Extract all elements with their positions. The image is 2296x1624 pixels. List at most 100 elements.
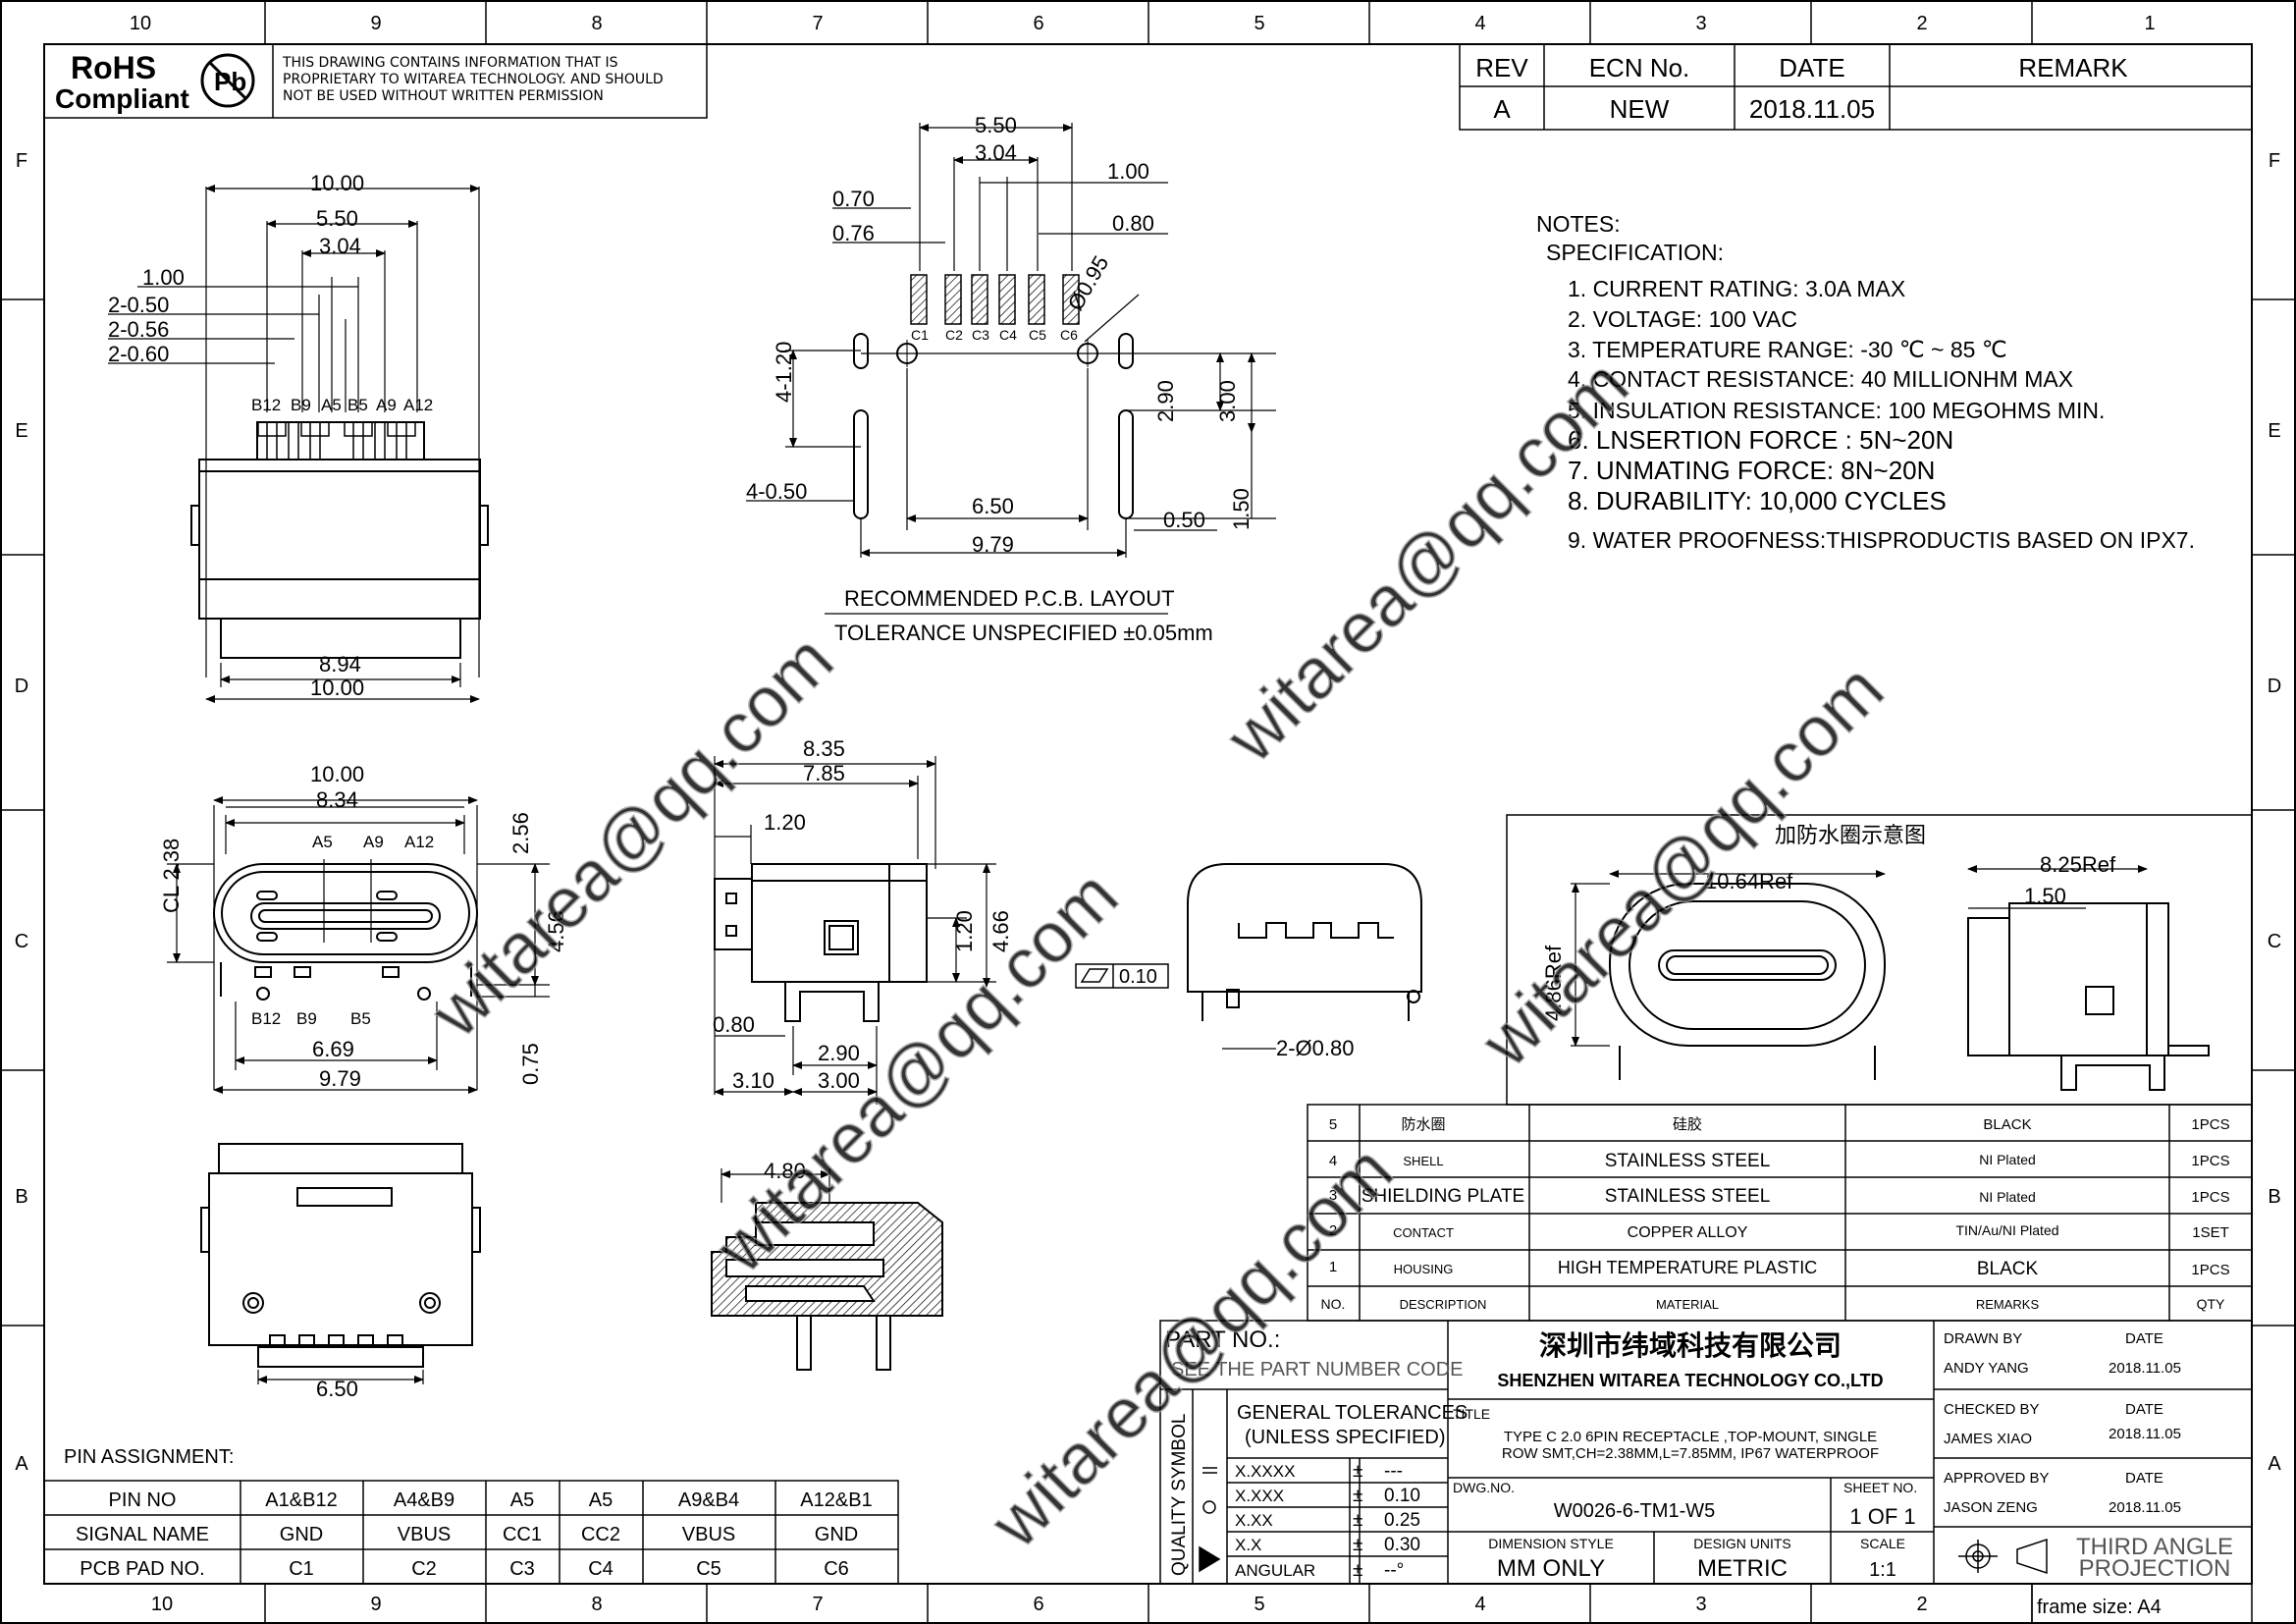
- pin-table-r3-c0: PCB PAD NO.: [80, 1558, 204, 1580]
- watermark-1: witarea@qq.com: [416, 621, 848, 1053]
- pcb-dim-1-00: 1.00: [1107, 159, 1149, 184]
- bottom-view: [200, 1143, 481, 1384]
- rohs-notice-line-1: THIS DRAWING CONTAINS INFORMATION THAT I…: [282, 55, 618, 71]
- rohs-subtitle: Compliant: [55, 83, 189, 114]
- front-pin-B9: B9: [296, 1009, 317, 1028]
- note-3: 3. TEMPERATURE RANGE: -30 ℃ ~ 85 ℃: [1568, 337, 2007, 362]
- pin-table-r2-c0: SIGNAL NAME: [76, 1524, 209, 1545]
- ecn-header: ECN No.: [1589, 53, 1690, 82]
- bom-row5-material: 硅胶: [1673, 1115, 1702, 1133]
- pin-label-B12: B12: [251, 396, 281, 414]
- pcb-caption-2: TOLERANCE UNSPECIFIED ±0.05mm: [834, 621, 1213, 645]
- pcb-dim-0-76: 0.76: [832, 221, 875, 245]
- projection-line-2: PROJECTION: [2079, 1555, 2231, 1582]
- rohs-title: RoHS: [71, 50, 156, 85]
- zone-bottom-4: 4: [1474, 1594, 1485, 1615]
- pin-label-A9: A9: [376, 396, 397, 414]
- approved-by: JASON ZENG: [1944, 1499, 2038, 1516]
- front-dim-8-34: 8.34: [316, 787, 358, 812]
- note-9: 9. WATER PROOFNESS:THISPRODUCTIS BASED O…: [1568, 527, 2195, 553]
- bom-row5-no: 5: [1329, 1116, 1337, 1133]
- rev-header: REV: [1475, 53, 1528, 82]
- rohs-block: RoHS Compliant Pb THIS DRAWING CONTAINS …: [43, 43, 708, 119]
- projection-icon: [1958, 1538, 2048, 1575]
- bom-row4-no: 4: [1329, 1153, 1337, 1169]
- wp-dim-8-25: 8.25Ref: [2040, 852, 2116, 877]
- units-value: METRIC: [1697, 1555, 1788, 1582]
- bom-header-qty: QTY: [2197, 1296, 2225, 1312]
- zone-top-2: 2: [1916, 13, 1927, 34]
- title-block: PART NO.: SEE THE PART NUMBER CODE 深圳市纬域…: [1159, 1320, 2253, 1585]
- tol-row-1-label: X.XXXX: [1235, 1462, 1295, 1481]
- side-dim-8-35: 8.35: [803, 736, 845, 761]
- side-dim-7-85: 7.85: [803, 761, 845, 785]
- pad-label-C5: C5: [1029, 327, 1046, 343]
- pcb-dim-3-00: 3.00: [1215, 380, 1240, 422]
- note-2: 2. VOLTAGE: 100 VAC: [1568, 306, 1797, 332]
- tol-row-2-label: X.XXX: [1235, 1487, 1284, 1505]
- watermark-4: witarea@qq.com: [1211, 346, 1643, 778]
- bom-row5-qty: 1PCS: [2191, 1116, 2229, 1133]
- pcb-dim-9-79: 9.79: [972, 532, 1014, 557]
- zone-right-F: F: [2269, 150, 2280, 172]
- wp-dim-1-50: 1.50: [2024, 884, 2066, 908]
- pin-table-r3-c5: C5: [696, 1558, 721, 1580]
- front-pin-A5: A5: [312, 833, 333, 851]
- rohs-notice-line-3: NOT BE USED WITHOUT WRITTEN PERMISSION: [283, 88, 604, 104]
- bom-row2-remark: TIN/Au/NI Plated: [1955, 1222, 2058, 1238]
- bom-row1-remark: BLACK: [1977, 1259, 2039, 1279]
- front-pin-B5: B5: [350, 1009, 371, 1028]
- pin-table-r1-c6: A12&B1: [800, 1489, 872, 1511]
- bom-row2-no: 2: [1329, 1222, 1337, 1239]
- bom-table: 5 防水圈 硅胶 BLACK 1PCS 4 SHELL STAINLESS ST…: [1307, 1104, 2253, 1322]
- units-label: DESIGN UNITS: [1693, 1536, 1791, 1551]
- zone-right-E: E: [2268, 420, 2280, 442]
- zone-bottom-6: 6: [1033, 1594, 1043, 1615]
- note-7: 7. UNMATING FORCE: 8N~20N: [1568, 456, 1935, 485]
- approved-by-label: APPROVED BY: [1944, 1470, 2050, 1487]
- bom-header-desc: DESCRIPTION: [1400, 1297, 1487, 1312]
- pin-assignment-title: PIN ASSIGNMENT:: [64, 1446, 234, 1468]
- pcb-layout: [746, 123, 1276, 615]
- checked-date-label: DATE: [2125, 1401, 2163, 1418]
- tol-row-3-val: 0.25: [1384, 1510, 1420, 1531]
- title-label: TITLE: [1453, 1406, 1490, 1422]
- zone-top-1: 1: [2144, 13, 2155, 34]
- frame-labels: 10 9 8 7 6 5 4 3 2 1 10 9 8 7 6 5 4 3 2 …: [15, 13, 2282, 1615]
- front-dim-cl: CL 2.38: [159, 839, 184, 913]
- pin-table-r3-c3: C3: [509, 1558, 535, 1580]
- pcb-dim-0-70: 0.70: [832, 187, 875, 211]
- tol-row-5-val: --°: [1384, 1560, 1404, 1581]
- tol-row-2-pm: ±: [1353, 1486, 1362, 1506]
- front-dim-6-69: 6.69: [312, 1037, 354, 1061]
- drawn-date-label: DATE: [2125, 1330, 2163, 1347]
- zone-right-A: A: [2268, 1453, 2281, 1475]
- pin-table-r1-c3: A5: [510, 1489, 534, 1511]
- rohs-notice-line-2: PROPRIETARY TO WITAREA TECHNOLOGY. AND S…: [283, 72, 664, 87]
- tol-row-4-pm: ±: [1353, 1535, 1362, 1555]
- watermark-5: witarea@qq.com: [1467, 650, 1898, 1082]
- bom-row1-no: 1: [1329, 1259, 1337, 1275]
- zone-top-9: 9: [370, 13, 381, 34]
- tol-row-4-label: X.X: [1235, 1536, 1261, 1554]
- zone-left-D: D: [15, 676, 28, 697]
- revision-table: REV ECN No. DATE REMARK A NEW 2018.11.05: [1459, 43, 2253, 131]
- pin-table-r3-c1: C1: [289, 1558, 314, 1580]
- tol-row-1-pm: ±: [1353, 1461, 1362, 1482]
- notes-subtitle: SPECIFICATION:: [1546, 240, 1724, 265]
- zone-left-B: B: [15, 1186, 27, 1208]
- approved-date: 2018.11.05: [2109, 1499, 2181, 1516]
- quality-symbol-label: QUALITY SYMBOL: [1169, 1414, 1190, 1576]
- note-1: 1. CURRENT RATING: 3.0A MAX: [1568, 276, 1905, 301]
- dim-style-value: MM ONLY: [1497, 1555, 1605, 1582]
- front-dim-10-00: 10.00: [310, 762, 364, 786]
- bottom-dim-6-50: 6.50: [316, 1377, 358, 1401]
- note-4: 4. CONTACT RESISTANCE: 40 MILLIONHM MAX: [1568, 366, 2073, 392]
- pin-label-B9: B9: [291, 396, 311, 414]
- tol-row-3-label: X.XX: [1235, 1511, 1273, 1530]
- gen-tol-2: (UNLESS SPECIFIED): [1245, 1427, 1445, 1448]
- pin-table-r2-c3: CC1: [503, 1524, 542, 1545]
- checked-date: 2018.11.05: [2109, 1426, 2181, 1442]
- dwg-number: W0026-6-TM1-W5: [1554, 1500, 1715, 1522]
